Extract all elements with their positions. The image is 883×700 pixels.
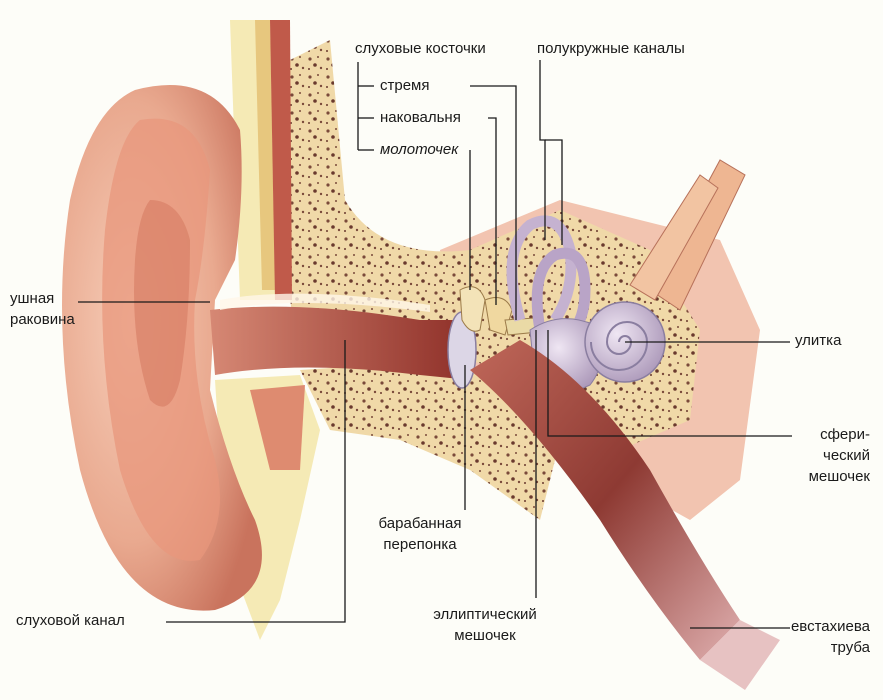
tube-opening (700, 620, 780, 690)
label-incus: наковальня (380, 109, 461, 126)
label-utricle-1: эллиптический (433, 606, 537, 623)
leader-lines (78, 60, 792, 629)
ear-canal-tube (210, 306, 470, 380)
canal-highlight (220, 293, 430, 312)
label-eustachian-1: евстахиева (790, 618, 870, 635)
nerve-bundle-2 (629, 174, 719, 301)
label-semicircular-canals: полукружные каналы (537, 40, 685, 57)
label-cochlea: улитка (795, 332, 842, 349)
label-eardrum-2: перепонка (383, 536, 457, 553)
concha (134, 200, 190, 407)
label-auricle-1: ушная (10, 290, 55, 307)
label-saccule-1: сфери- (820, 426, 870, 443)
leader-ear-canal (166, 340, 346, 623)
muscle-lower (250, 385, 305, 470)
label-utricle-2: мешочек (454, 627, 516, 644)
leader-incus (488, 117, 497, 305)
label-eustachian-2: труба (830, 639, 870, 656)
label-stapes: стремя (380, 77, 430, 94)
leader-stapes (470, 85, 517, 320)
label-eardrum-1: барабанная (378, 515, 462, 532)
cartilage-stripe (255, 20, 275, 290)
muscle-layer (270, 20, 292, 300)
label-saccule-3: мешочек (808, 468, 870, 485)
leader-semicircular-a (539, 60, 546, 240)
label-auricle-2: раковина (10, 311, 75, 328)
leader-semicircular-b (545, 139, 563, 245)
label-saccule-2: ческий (823, 447, 870, 464)
label-malleus: молоточек (380, 141, 459, 158)
label-ossicles: слуховые косточки (355, 40, 486, 57)
leader-saccule (547, 330, 792, 437)
semicircular-canals-shape (506, 215, 591, 339)
eustachian-tube-shape (470, 340, 740, 660)
temporal-bone-lower (300, 360, 560, 520)
incus-shape (484, 297, 513, 336)
malleus-shape (459, 286, 486, 332)
label-ear-canal: слуховой канал (16, 612, 125, 629)
